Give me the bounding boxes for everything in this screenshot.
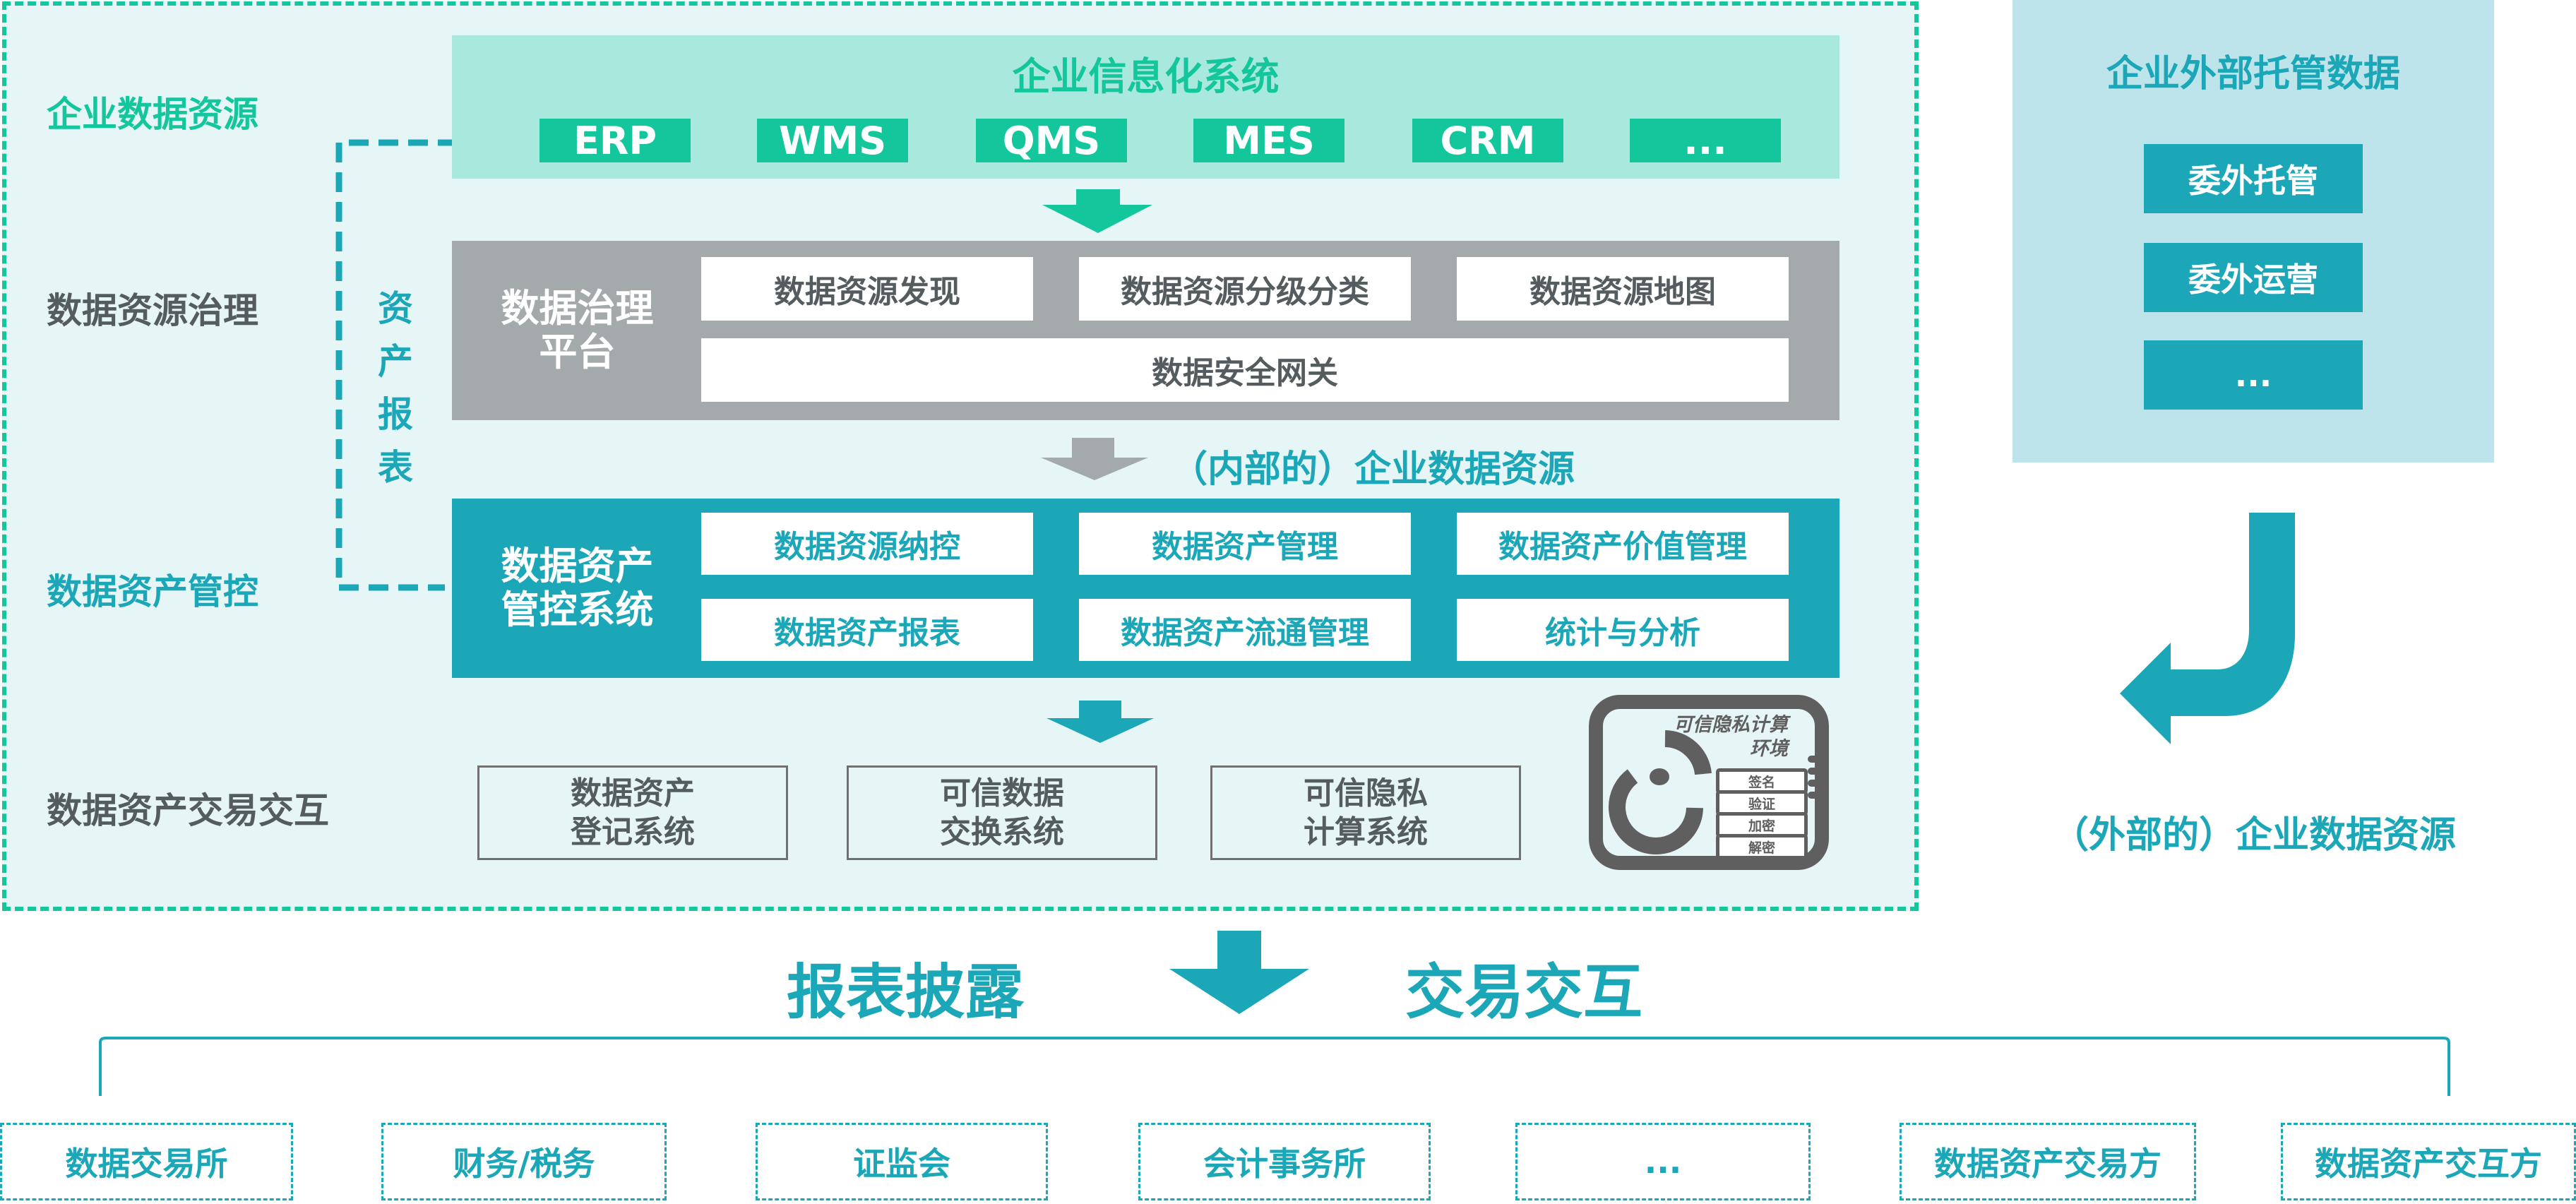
recipient-data-exchange[interactable]: 数据交易所 <box>0 1123 293 1200</box>
recipient-accounting-firm[interactable]: 会计事务所 <box>1138 1123 1431 1200</box>
system-crm[interactable]: CRM <box>1412 119 1563 163</box>
governance-platform-title: 数据治理 平台 <box>452 241 703 420</box>
row-label-enterprise-data-resources: 企业数据资源 <box>47 94 258 135</box>
recipient-more[interactable]: ... <box>1515 1123 1811 1200</box>
trade-line: 交换系统 <box>940 814 1064 850</box>
arrow-down-teal-icon <box>1046 701 1154 743</box>
row-label-data-asset-trading: 数据资产交易交互 <box>47 790 329 831</box>
return-arrow-icon <box>2120 513 2295 744</box>
asset-report-char: 产 <box>378 341 413 382</box>
module-data-asset-circulation[interactable]: 数据资产流通管理 <box>1079 599 1411 661</box>
row-label-data-asset-control: 数据资产管控 <box>47 571 258 612</box>
title-line: 数据治理 <box>501 285 654 330</box>
system-mes[interactable]: MES <box>1193 119 1344 163</box>
info-systems-layer: 企业信息化系统 ERP WMS QMS MES CRM ... <box>452 35 1839 179</box>
module-data-resource-map[interactable]: 数据资源地图 <box>1457 257 1789 321</box>
tee-title-line: 可信隐私计算 <box>1674 714 1788 736</box>
trade-line: 可信隐私 <box>1304 775 1428 811</box>
output-label-trade-interaction: 交易交互 <box>1405 958 1643 1027</box>
output-label-report-disclosure: 报表披露 <box>787 958 1025 1027</box>
asset-report-char: 报 <box>378 394 413 435</box>
asset-report-char: 资 <box>378 288 413 329</box>
module-data-asset-report[interactable]: 数据资产报表 <box>701 599 1033 661</box>
trading-system-privacy-computing[interactable]: 可信隐私 计算系统 <box>1210 765 1521 860</box>
system-wms[interactable]: WMS <box>757 119 908 163</box>
module-data-resource-classification[interactable]: 数据资源分级分类 <box>1079 257 1411 321</box>
asset-control-system-layer: 数据资产 管控系统 数据资源纳控 数据资产管理 数据资产价值管理 数据资产报表 … <box>452 499 1839 678</box>
asset-report-label: 资 产 报 表 <box>374 282 417 494</box>
external-hosted-data-panel: 企业外部托管数据 委外托管 委外运营 ... <box>2012 0 2494 463</box>
system-erp[interactable]: ERP <box>539 119 691 163</box>
trade-line: 登记系统 <box>571 814 695 850</box>
module-statistics-analysis[interactable]: 统计与分析 <box>1457 599 1789 661</box>
asset-control-system-title: 数据资产 管控系统 <box>452 499 703 678</box>
trade-line: 可信数据 <box>940 775 1064 811</box>
system-more[interactable]: ... <box>1630 119 1781 163</box>
recipient-asset-trading-party[interactable]: 数据资产交易方 <box>1900 1123 2196 1200</box>
trusted-execution-environment-icon: 可信隐私计算 环境 签名 验证 加密 解密 <box>1589 695 1833 871</box>
external-panel-title: 企业外部托管数据 <box>2106 53 2400 95</box>
module-data-asset-value-management[interactable]: 数据资产价值管理 <box>1457 513 1789 575</box>
trading-system-registration[interactable]: 数据资产 登记系统 <box>477 765 788 860</box>
arrow-down-green-icon <box>1042 189 1152 233</box>
module-data-resource-discovery[interactable]: 数据资源发现 <box>701 257 1033 321</box>
title-line: 平台 <box>539 330 616 374</box>
title-line: 数据资产 <box>501 543 654 588</box>
external-resource-label: （外部的）企业数据资源 <box>2052 814 2457 857</box>
module-data-asset-management[interactable]: 数据资产管理 <box>1079 513 1411 575</box>
info-systems-title: 企业信息化系统 <box>1012 54 1280 99</box>
title-line: 管控系统 <box>501 588 654 632</box>
external-item-outsourced-operation[interactable]: 委外运营 <box>2144 243 2363 312</box>
distribution-bracket <box>99 1037 2450 1096</box>
external-item-more[interactable]: ... <box>2144 340 2363 410</box>
trading-system-exchange[interactable]: 可信数据 交换系统 <box>847 765 1157 860</box>
internal-resource-label: （内部的）企业数据资源 <box>1171 448 1575 491</box>
row-label-data-resource-governance: 数据资源治理 <box>47 290 258 331</box>
system-qms[interactable]: QMS <box>976 119 1127 163</box>
arrow-down-large-icon <box>1169 931 1309 1014</box>
recipient-finance-tax[interactable]: 财务/税务 <box>381 1123 667 1200</box>
governance-platform-layer: 数据治理 平台 数据资源发现 数据资源分级分类 数据资源地图 数据安全网关 <box>452 241 1839 420</box>
external-item-outsourced-hosting[interactable]: 委外托管 <box>2144 144 2363 213</box>
module-data-security-gateway[interactable]: 数据安全网关 <box>701 338 1789 402</box>
asset-report-char: 表 <box>378 447 413 488</box>
trade-line: 计算系统 <box>1304 814 1428 850</box>
tee-function-decrypt: 解密 <box>1716 834 1808 859</box>
arrow-down-gray-icon <box>1041 438 1148 480</box>
recipient-asset-interaction-party[interactable]: 数据资产交互方 <box>2281 1123 2576 1200</box>
tee-title: 可信隐私计算 环境 <box>1674 713 1788 761</box>
trade-line: 数据资产 <box>571 775 695 811</box>
module-data-resource-control[interactable]: 数据资源纳控 <box>701 513 1033 575</box>
recipient-securities-commission[interactable]: 证监会 <box>756 1123 1048 1200</box>
tee-title-line: 环境 <box>1750 737 1788 760</box>
